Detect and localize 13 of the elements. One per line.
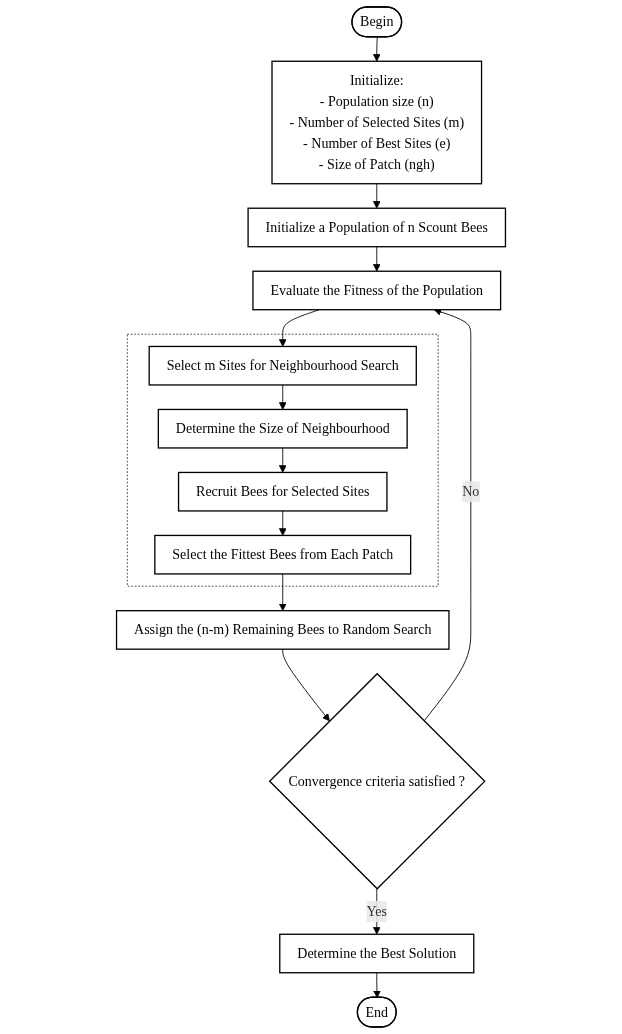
node-box: Evaluate the Fitness of the Population <box>252 270 502 311</box>
node-box: Select m Sites for Neighbourhood Search <box>148 345 417 386</box>
node-box: Assign the (n-m) Remaining Bees to Random Search <box>115 610 450 650</box>
node-box: Initialize a Population of n Scount Bees <box>247 207 507 248</box>
edge-label: Yes <box>366 903 387 919</box>
node-box: Determine the Best Solution <box>279 933 475 974</box>
node-diamond: Convergence criteria satisfied ? <box>268 672 486 890</box>
node-box: Recruit Bees for Selected Sites <box>177 471 388 512</box>
node-box: Initialize: - Population size (n) - Number of Selected Sites (m) - Number of Best Sites (e) - Size of Patch (ngh) <box>271 60 483 185</box>
edge-label: No <box>462 483 480 499</box>
cluster <box>126 333 439 587</box>
node-box: Determine the Size of Neighbourhood <box>157 408 408 449</box>
node-box: Select the Fittest Bees from Each Patch <box>154 534 412 575</box>
